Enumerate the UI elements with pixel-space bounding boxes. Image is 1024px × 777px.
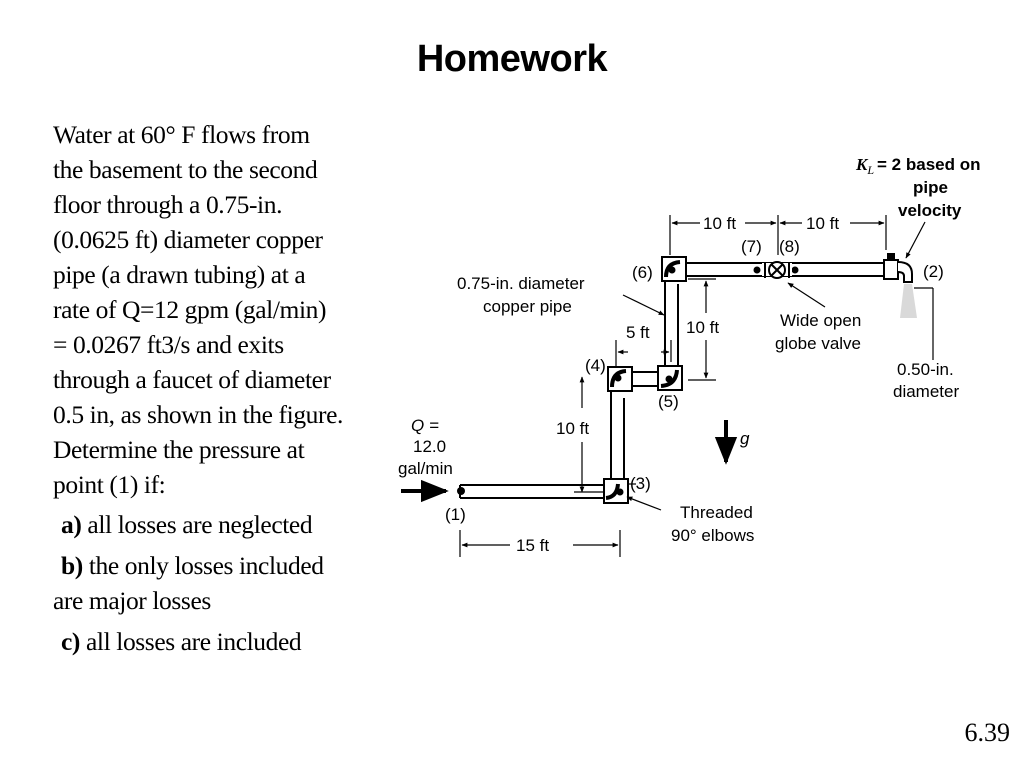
problem-line: Determine the pressure at <box>53 435 305 464</box>
point-2-label: (2) <box>923 262 944 281</box>
elbow-label: 90° elbows <box>671 526 754 545</box>
faucet <box>883 253 917 318</box>
pipe-label: copper pipe <box>483 297 572 316</box>
dim-5ft: 5 ft <box>626 323 650 342</box>
problem-line: floor through a 0.75-in. <box>53 190 283 219</box>
pipe-label: 0.75-in. diameter <box>457 274 585 293</box>
part-text: are major losses <box>53 586 211 615</box>
part-b: b) the only losses included <box>53 548 398 583</box>
elbow-label: Threaded <box>680 503 753 522</box>
part-c: c) all losses are included <box>53 624 398 659</box>
problem-statement: Water at 60° F flows from the basement t… <box>53 117 398 659</box>
slide-number: 6.39 <box>964 718 1011 747</box>
problem-line: point (1) if: <box>53 470 166 499</box>
problem-line: pipe (a drawn tubing) at a <box>53 260 306 289</box>
gravity-label: g <box>740 429 750 448</box>
point-4-label: (4) <box>585 356 606 375</box>
dim-15ft: 15 ft <box>516 536 549 555</box>
part-text: all losses are neglected <box>81 510 313 539</box>
part-a: a) all losses are neglected <box>53 507 398 542</box>
part-text: all losses are included <box>80 627 302 656</box>
dim-top-left: 10 ft <box>703 214 736 233</box>
faucet-label: 0.50-in. <box>897 360 954 379</box>
dimension-lines <box>459 215 887 557</box>
point-8-dot <box>791 266 799 274</box>
valve-label: globe valve <box>775 334 861 353</box>
elbow-5 <box>657 365 683 391</box>
point-7-label: (7) <box>741 237 762 256</box>
problem-line: 0.5 in, as shown in the figure. <box>53 400 344 429</box>
part-label: b) <box>61 551 83 580</box>
leader-lines <box>622 221 934 511</box>
elbow-4 <box>607 366 633 392</box>
kl-label: velocity <box>898 201 962 220</box>
point-3-label: (3) <box>630 474 651 493</box>
globe-valve <box>762 261 792 279</box>
dim-riser-upper: 10 ft <box>686 318 719 337</box>
dim-riser-lower: 10 ft <box>556 419 589 438</box>
part-label: a) <box>61 510 82 539</box>
point-5-label: (5) <box>658 392 679 411</box>
kl-label: KL= 2 based on <box>855 155 980 177</box>
dim-top-right: 10 ft <box>806 214 839 233</box>
problem-line: (0.0625 ft) diameter copper <box>53 225 323 254</box>
point-7-dot <box>753 266 761 274</box>
point-8-label: (8) <box>779 237 800 256</box>
problem-line: through a faucet of diameter <box>53 365 331 394</box>
valve-label: Wide open <box>780 311 861 330</box>
elbow-3 <box>603 478 629 504</box>
q-symbol: Q = <box>411 416 439 435</box>
part-b-continued: are major losses <box>53 583 398 618</box>
q-unit: gal/min <box>398 459 453 478</box>
problem-line: = 0.0267 ft3/s and exits <box>53 330 284 359</box>
part-text: the only losses included <box>82 551 324 580</box>
kl-label: pipe <box>913 178 948 197</box>
problem-line: Water at 60° F flows from <box>53 120 310 149</box>
slide-title: Homework <box>416 38 608 80</box>
problem-line: rate of Q=12 gpm (gal/min) <box>53 295 327 324</box>
point-1-label: (1) <box>445 505 466 524</box>
point-1-dot <box>457 487 465 495</box>
problem-line: the basement to the second <box>53 155 318 184</box>
point-6-label: (6) <box>632 263 653 282</box>
q-value: 12.0 <box>413 437 446 456</box>
faucet-label: diameter <box>893 382 959 401</box>
part-label: c) <box>61 627 81 656</box>
elbow-6 <box>661 256 687 282</box>
